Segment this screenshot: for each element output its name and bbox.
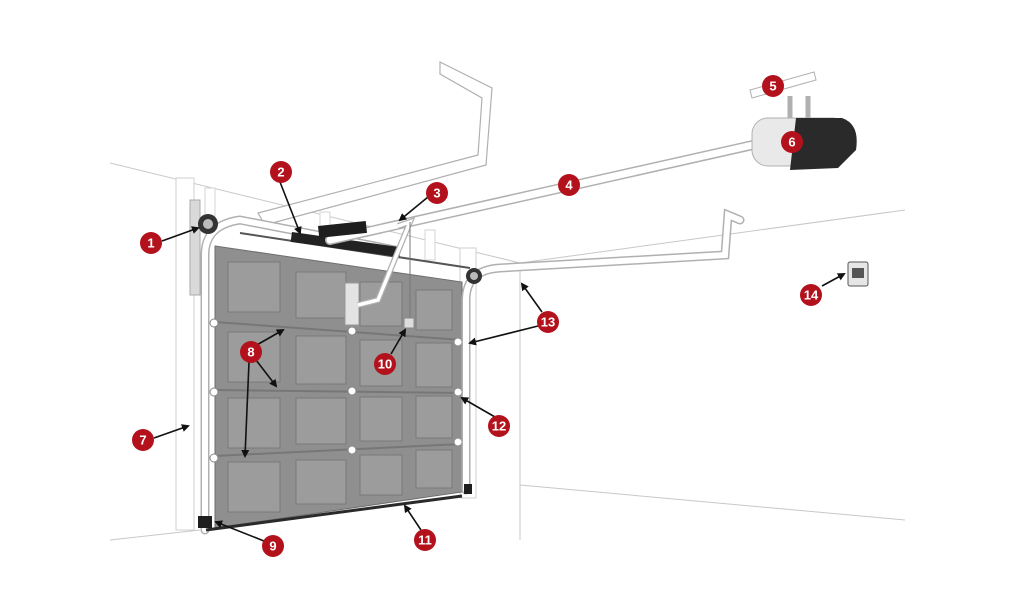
opener-rail [325,135,780,245]
bottom-seal [205,494,463,532]
callout-4: 4 [558,174,580,196]
callout-7: 7 [132,429,154,451]
callout-10: 10 [374,353,396,375]
callout-1: 1 [140,232,162,254]
garage-door [209,245,463,529]
svg-text:5: 5 [769,79,776,94]
svg-text:10: 10 [378,357,392,372]
callout-8: 8 [240,341,262,363]
callout-6: 6 [781,131,803,153]
door-top-bracket [344,282,360,326]
callout-3: 3 [426,182,448,204]
callout-arrows [153,181,846,542]
door-panel-insets [227,261,453,513]
svg-text:11: 11 [418,533,432,548]
door-arm [318,217,416,329]
callout-14: 14 [800,284,822,306]
torsion-spring [239,232,471,269]
svg-text:13: 13 [541,315,555,330]
callouts: 1 2 3 4 5 6 7 8 9 10 11 12 13 14 [132,75,822,557]
svg-text:12: 12 [492,419,506,434]
svg-text:3: 3 [433,186,440,201]
callout-2: 2 [270,161,292,183]
callout-5: 5 [762,75,784,97]
callout-9: 9 [262,535,284,557]
ceiling-bracket-left [257,61,493,226]
svg-text:7: 7 [139,433,146,448]
svg-text:1: 1 [147,236,154,251]
opener-motor [751,96,857,170]
wall-control [847,261,869,287]
svg-text:8: 8 [247,345,254,360]
callout-11: 11 [414,529,436,551]
horizontal-track-right [461,208,745,495]
safety-sensor-left [198,516,212,528]
svg-text:6: 6 [788,135,795,150]
svg-text:9: 9 [269,539,276,554]
callout-12: 12 [488,415,510,437]
safety-sensor-right [464,484,472,494]
callout-13: 13 [537,311,559,333]
door-hinges [209,318,463,463]
cable-drum-left [198,214,218,234]
svg-text:4: 4 [565,178,573,193]
cable-drum-right [466,268,482,284]
svg-text:14: 14 [804,288,819,303]
svg-text:2: 2 [277,165,284,180]
